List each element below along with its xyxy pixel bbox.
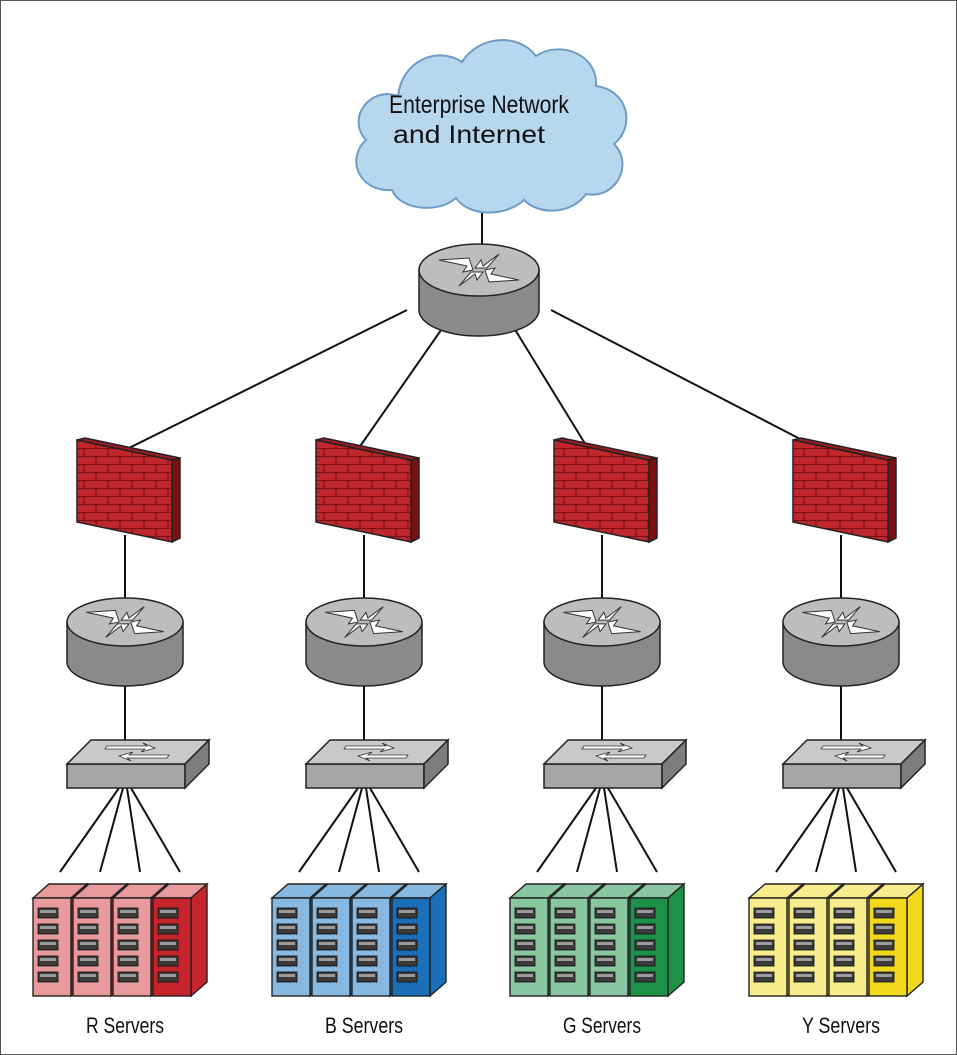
branch-r [31,437,211,998]
server-r-3-icon [111,882,169,998]
server-b-4-icon [390,882,448,998]
link-switch-server-r-4 [130,787,181,873]
core-router-icon [418,243,540,337]
branches [31,437,927,998]
link-core-firewall-g [502,309,593,456]
link-switch-server-r-1 [59,787,120,873]
firewall-y-icon [792,437,897,544]
server-y-2-icon [787,882,845,998]
firewall-r-icon [76,437,181,544]
link-switch-server-g-4 [607,787,658,873]
server-r-4-icon [151,882,209,998]
group-label-r: R Servers [86,1013,164,1038]
cloud-label-line1: Enterprise Network [389,91,569,119]
link-core-firewall-r [114,309,408,456]
link-switch-server-y-4 [846,787,897,873]
link-switch-server-b-1 [298,787,359,873]
router-b-icon [305,597,423,687]
firewall-g-icon [553,437,658,544]
group-label-g: G Servers [563,1013,641,1038]
group-label-y: Y Servers [802,1013,880,1038]
router-g-icon [543,597,661,687]
server-g-4-icon [628,882,686,998]
connection-lines [59,200,897,873]
branch-y [747,437,927,998]
router-y-icon [782,597,900,687]
branch-b [270,437,450,998]
link-switch-server-g-1 [536,787,597,873]
link-switch-server-y-2 [815,787,840,873]
core-router-body [418,243,540,337]
link-switch-server-b-3 [365,787,380,873]
switch-b-icon [304,738,450,790]
link-switch-server-b-4 [369,787,420,873]
switch-y-icon [781,738,927,790]
link-core-firewall-y [550,309,832,456]
firewall-b-icon [315,437,420,544]
link-switch-server-y-3 [842,787,857,873]
group-label-b: B Servers [325,1013,403,1038]
link-switch-server-g-2 [576,787,601,873]
link-switch-server-r-3 [126,787,141,873]
switch-g-icon [542,738,688,790]
cloud-icon [355,39,628,214]
cloud-label-line2: and Internet [393,121,545,149]
link-switch-server-r-2 [99,787,124,873]
router-r-icon [66,597,184,687]
link-core-firewall-b [353,309,456,456]
link-switch-server-y-1 [775,787,836,873]
branch-g [508,437,688,998]
link-switch-server-g-3 [603,787,618,873]
link-switch-server-b-2 [338,787,363,873]
cloud-enterprise-network: Enterprise Network and Internet [355,39,628,214]
switch-r-icon [65,738,211,790]
server-y-4-icon [867,882,925,998]
